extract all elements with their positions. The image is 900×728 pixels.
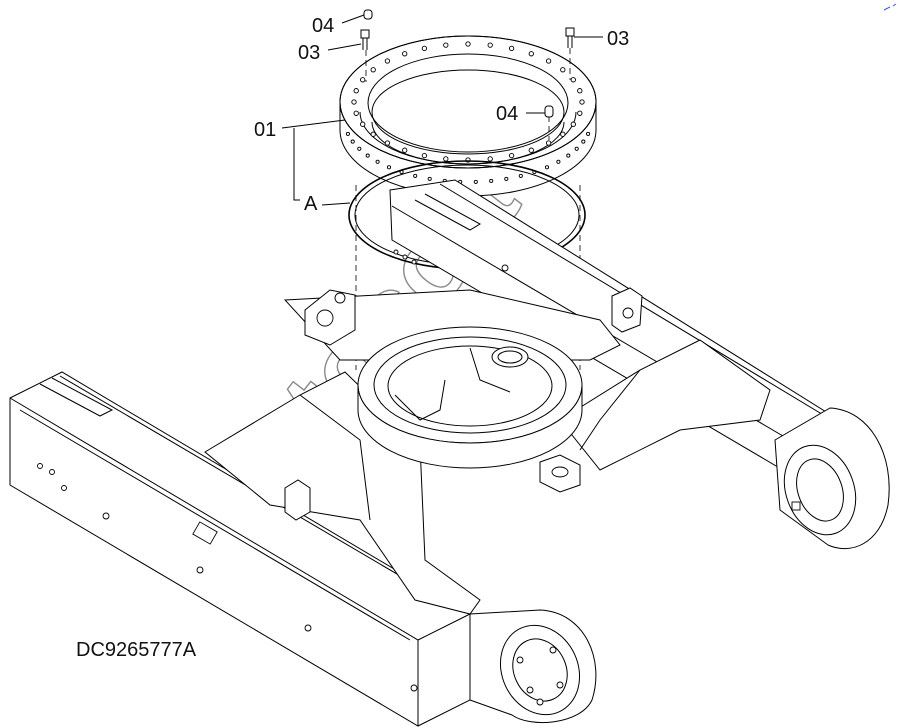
bolt-hole — [384, 58, 391, 64]
side-hole — [350, 139, 355, 144]
bolt-hole — [370, 131, 376, 137]
side-hole — [473, 179, 478, 184]
bolt-hole — [351, 99, 357, 105]
callout-03-right: 03 — [607, 28, 629, 50]
bolt-hole — [570, 121, 576, 127]
bolt-hole — [421, 45, 428, 52]
bolt-hole — [545, 58, 552, 64]
track-frame — [9, 179, 890, 727]
bolt-hole — [528, 147, 534, 153]
bolt-hole — [443, 156, 449, 162]
bolt-hole — [353, 110, 359, 116]
side-hole — [544, 165, 550, 170]
side-hole — [581, 139, 586, 144]
side-hole — [365, 153, 370, 158]
bolt-hole — [560, 67, 566, 73]
bolt-hole — [577, 110, 583, 116]
side-hole — [504, 176, 509, 181]
bolt-hole — [421, 152, 428, 159]
bolt-hole — [360, 77, 366, 83]
side-hole — [386, 165, 392, 170]
side-hole — [489, 178, 494, 183]
bolt-hole — [508, 152, 515, 159]
bolt-hole — [570, 77, 576, 83]
bolt-hole — [577, 88, 583, 94]
swing-bearing — [339, 35, 597, 197]
side-hole — [574, 146, 579, 151]
side-hole — [586, 131, 591, 136]
bolt-hole — [402, 51, 408, 57]
bolt-03-right — [565, 27, 575, 48]
bolt-hole — [528, 51, 534, 57]
corner-mark — [883, 3, 897, 11]
side-hole — [357, 146, 362, 151]
side-hole — [375, 159, 380, 164]
side-hole — [518, 173, 523, 178]
bolt-hole — [579, 99, 585, 105]
callout-04-top: 04 — [312, 15, 334, 37]
bolt-hole — [443, 42, 449, 48]
side-hole — [427, 176, 432, 181]
bolt-hole — [402, 147, 408, 153]
leader-lines — [281, 14, 603, 206]
bolt-hole — [384, 140, 391, 146]
drawing-code: DC9265777A — [76, 639, 197, 661]
bolt-hole — [487, 42, 493, 48]
bolt-hole — [465, 41, 471, 47]
callout-01: 01 — [254, 119, 276, 141]
side-hole — [566, 153, 571, 158]
bolt-03-left — [360, 29, 370, 50]
bolt-hole — [508, 45, 515, 52]
side-hole — [413, 173, 418, 178]
bolt-hole — [487, 156, 493, 162]
callout-03-left: 03 — [298, 42, 320, 64]
bolt-hole — [370, 67, 376, 73]
callout-04-ring: 04 — [496, 103, 518, 125]
ring-bolt-holes — [351, 41, 585, 163]
side-hole — [556, 159, 561, 164]
bolt-hole — [545, 140, 552, 146]
bolt-hole — [353, 88, 359, 94]
side-hole — [345, 131, 350, 136]
bolt-hole — [560, 131, 566, 137]
callout-a: A — [304, 193, 318, 215]
pin-04-ring — [544, 105, 554, 118]
bolt-hole — [360, 121, 366, 127]
pin-04-top — [363, 9, 373, 20]
